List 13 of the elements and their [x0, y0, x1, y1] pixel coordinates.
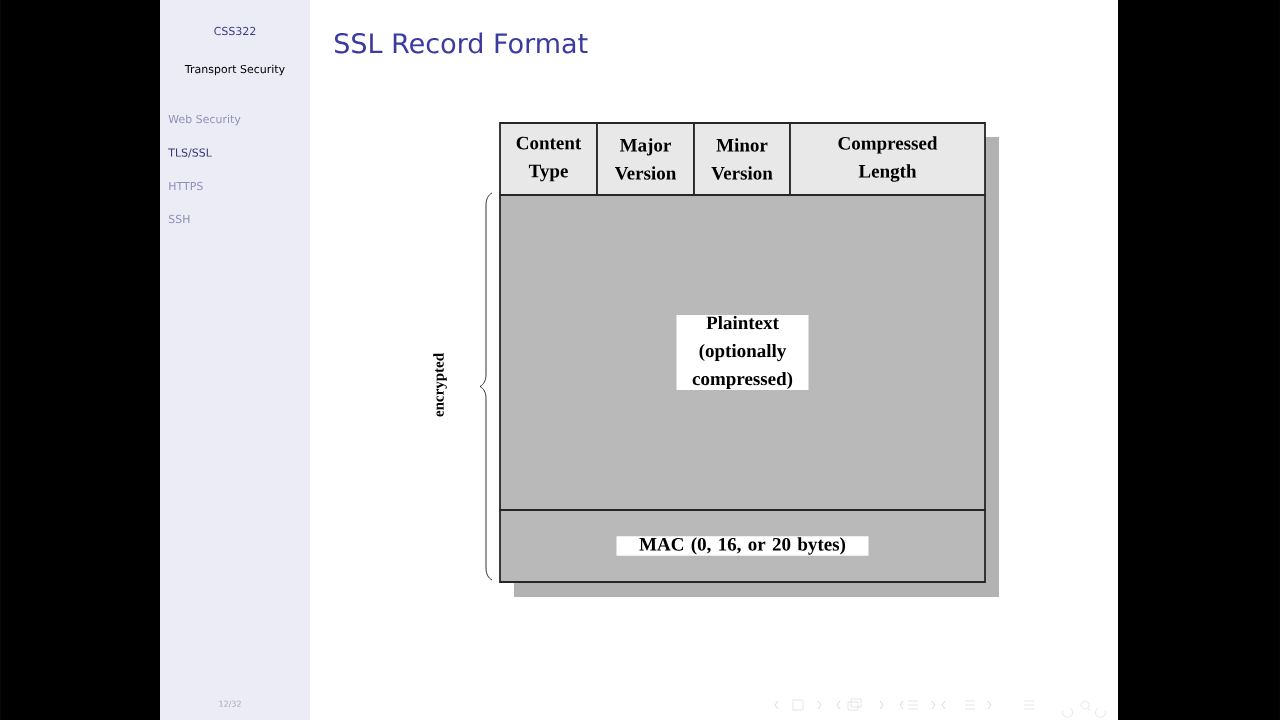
nav-item: Web Security	[168, 114, 241, 126]
nav-item: TLS/SSL	[168, 148, 212, 158]
course-title: CSS322	[214, 26, 256, 36]
section-title: Transport Security	[184, 64, 285, 76]
nav-item: SSH	[168, 214, 190, 224]
slide-title: SSL Record Format	[335, 32, 588, 54]
nav-item: HTTPS	[169, 181, 203, 191]
record-field: MAC (0, 16, or 20 bytes)	[499, 509, 986, 583]
header-field: Minor Version	[693, 122, 791, 196]
bracket-label: encrypted	[433, 353, 447, 417]
header-field: Major Version	[596, 122, 695, 196]
header-field: Content Type	[499, 122, 598, 196]
page-number: 12/32	[219, 700, 241, 708]
